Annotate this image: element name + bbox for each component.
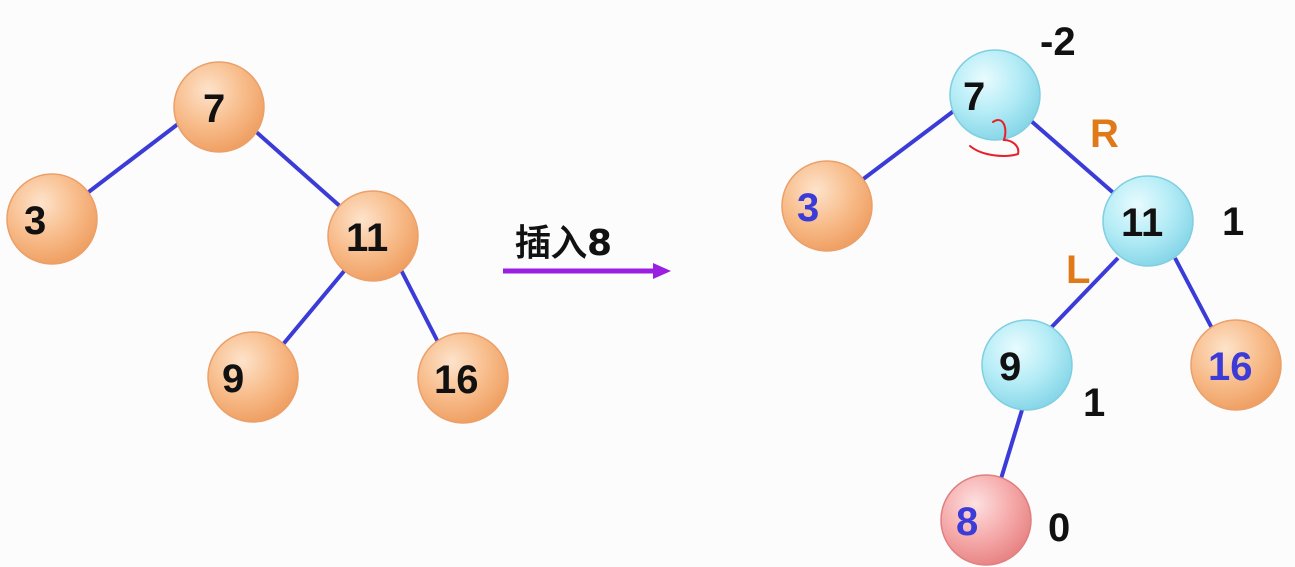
- left-node-9: 9: [207, 331, 299, 423]
- balance-factor-node-8: 0: [1048, 506, 1070, 550]
- left-node-7: 7: [173, 61, 265, 153]
- left-node-3-label: 3: [24, 199, 46, 243]
- balance-factor-node-9: 1: [1083, 381, 1105, 425]
- right-node-16: 16: [1190, 319, 1282, 411]
- edge-11-9: [278, 268, 347, 350]
- balance-factor-node-11: 1: [1222, 200, 1244, 244]
- transition-arrow: 插入8: [503, 223, 671, 279]
- arrow-head: [653, 263, 671, 279]
- right-node-3-label: 3: [797, 186, 819, 230]
- rotation-label-r: R: [1090, 112, 1119, 156]
- edge-r9-r8: [998, 409, 1024, 483]
- right-node-16-label: 16: [1208, 345, 1253, 389]
- edge-7-3: [84, 122, 180, 196]
- rotation-scribble-mark: [969, 119, 1020, 157]
- edge-r7-r3: [860, 108, 957, 182]
- right-node-7: 7: [949, 49, 1041, 141]
- edge-r7-r11: [1028, 118, 1119, 198]
- left-tree-edges: [84, 122, 442, 350]
- right-tree-edges: [860, 108, 1217, 483]
- left-node-11-label: 11: [346, 216, 388, 260]
- edge-7-11: [252, 128, 344, 210]
- balance-factor-node-7: -2: [1040, 20, 1076, 64]
- edge-r11-r9: [1043, 256, 1120, 336]
- right-tree: 7 3 11 9 16 8 -2 1 1 0 R L: [781, 20, 1282, 566]
- right-node-3: 3: [781, 160, 873, 252]
- right-node-11: 11: [1102, 175, 1194, 267]
- right-node-8: 8: [940, 474, 1032, 566]
- left-node-7-label: 7: [203, 87, 225, 131]
- right-node-9-label: 9: [999, 345, 1021, 389]
- edge-11-16: [398, 267, 442, 347]
- left-node-16-label: 16: [434, 358, 479, 402]
- right-node-7-label: 7: [963, 75, 985, 119]
- left-node-11: 11: [327, 190, 419, 282]
- arrow-label: 插入8: [515, 223, 612, 264]
- right-node-9: 9: [981, 319, 1073, 411]
- right-node-8-label: 8: [956, 500, 978, 544]
- left-node-9-label: 9: [222, 357, 244, 401]
- rotation-label-l: L: [1066, 248, 1090, 292]
- right-node-11-label: 11: [1121, 201, 1163, 245]
- left-node-16: 16: [417, 332, 509, 424]
- edge-r11-r16: [1173, 257, 1217, 335]
- left-tree: 7 3 11 9 16: [6, 61, 509, 424]
- left-node-3: 3: [6, 173, 98, 265]
